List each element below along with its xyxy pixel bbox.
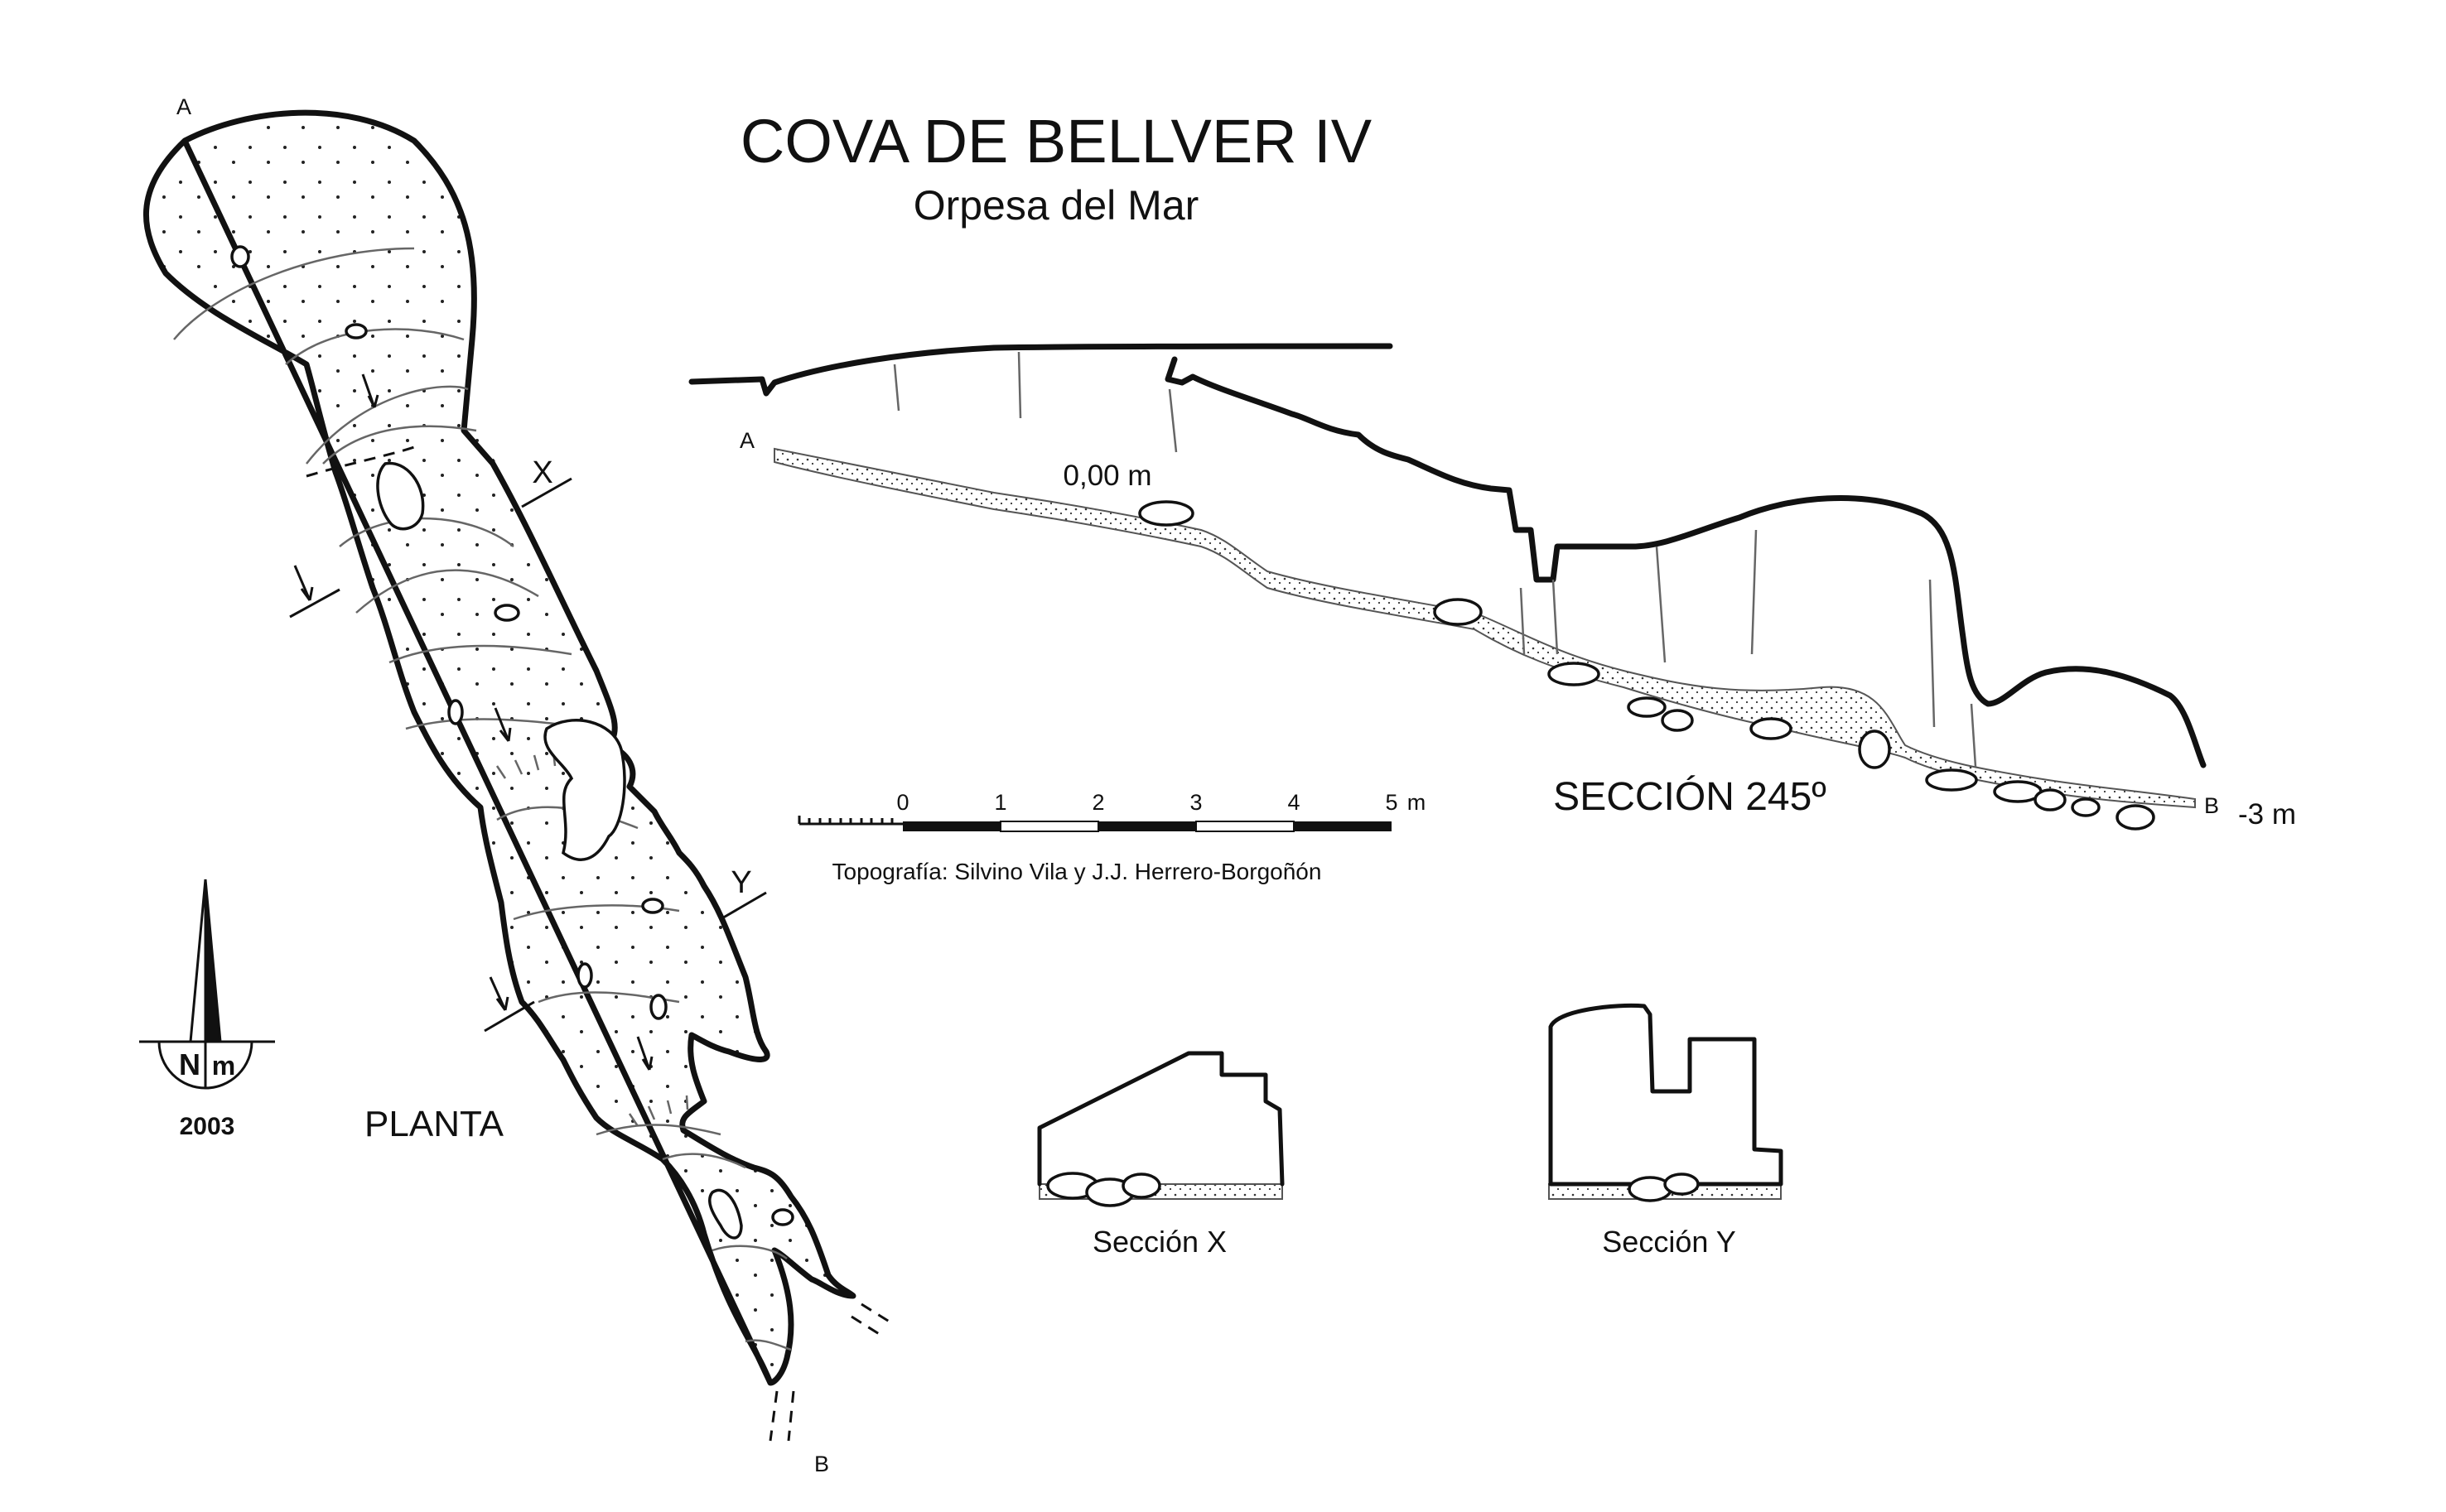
plan-contour-line (173, 247, 415, 340)
plan-continuation-dash (851, 1303, 895, 1338)
plan-stone (641, 898, 664, 914)
section-boulder (1433, 598, 1483, 626)
section-x-marker-label: X (532, 455, 552, 490)
scale-tick-label: 2 (1092, 790, 1104, 815)
scale-bar-segment-2 (1098, 821, 1196, 831)
scale-unit-label: m (1407, 790, 1426, 815)
section-y-marker-label: Y (731, 865, 751, 900)
section-datum-label: 0,00 m (1064, 460, 1152, 492)
section-x-cut-line (521, 477, 572, 508)
slope-arrow (494, 707, 512, 742)
section-boulder (1858, 730, 1891, 769)
scale-tick-label: 5 (1385, 790, 1397, 815)
plan-drip-line (495, 751, 557, 779)
plan-cave-wall-outline (142, 109, 856, 1386)
cross-section-x-outline (1037, 1051, 1285, 1187)
plan-dotted-fill (145, 114, 853, 1383)
cross-section-x-boulder (1122, 1173, 1161, 1199)
plan-stone (649, 994, 668, 1020)
scale-bar-subdivisions (798, 816, 903, 826)
section-ceiling-outline (688, 343, 2207, 768)
section-boulder (1138, 500, 1194, 527)
plan-contour-line (355, 569, 539, 614)
scale-tick-label: 0 (896, 790, 909, 815)
section-boulder (2116, 804, 2155, 831)
plan-contour-line (285, 328, 465, 365)
section-rock-joint (893, 351, 1178, 453)
north-arrow-year: 2003 (180, 1113, 235, 1140)
plan-contour-line (596, 1124, 721, 1136)
north-arrow-left-half (189, 879, 207, 1043)
plan-view-label: PLANTA (364, 1104, 504, 1144)
plan-boulder (708, 1188, 743, 1240)
slope-arrow (636, 1036, 654, 1071)
scale-bar-segment-1 (1000, 821, 1099, 832)
section-rock-joint (1519, 529, 1977, 768)
map-title: COVA DE BELLVER IV (741, 107, 1373, 176)
plan-contour-line (388, 644, 572, 664)
cross-section-y-label: Sección Y (1602, 1225, 1735, 1259)
survey-credit: Topografía: Silvino Vila y J.J. Herrero-… (832, 859, 1322, 884)
north-arrow-n-label: N (179, 1047, 200, 1081)
plan-point-a-label: A (176, 94, 191, 119)
longitudinal-section: A B 0,00 m -3 m SECCIÓN 245º (688, 343, 2296, 831)
map-subtitle: Orpesa del Mar (914, 182, 1199, 229)
plan-contour-line (322, 425, 477, 465)
north-arrow-m-label: m (212, 1051, 235, 1081)
plan-stone (345, 323, 368, 339)
section-point-b-label: B (2204, 793, 2219, 818)
plan-ledge-dashed-line (306, 445, 415, 478)
section-boulder (2071, 797, 2101, 817)
slope-arrow (293, 565, 314, 601)
plan-boulder (543, 719, 626, 861)
section-point-a-label: A (740, 428, 755, 453)
section-boulder (1661, 709, 1694, 732)
scale-tick-label: 3 (1189, 790, 1202, 815)
section-boulder (1925, 768, 1978, 792)
plan-contour-line (339, 518, 514, 547)
plan-view: A B X Y PLANTA (142, 94, 895, 1476)
scale-tick-label: 4 (1287, 790, 1300, 815)
cross-section-y-boulder (1663, 1173, 1700, 1196)
plan-contour-line (306, 385, 469, 465)
scale-bar-segment-0 (903, 821, 1001, 831)
cross-section-x-label: Sección X (1093, 1225, 1227, 1259)
plan-stone (577, 962, 593, 989)
section-x-cut-line (289, 588, 340, 619)
slope-arrow (361, 373, 379, 408)
plan-contour-line (662, 1153, 746, 1169)
slope-arrow (489, 976, 509, 1011)
scale-bar-segment-4 (1294, 821, 1392, 831)
section-title: SECCIÓN 245º (1553, 774, 1826, 819)
plan-boulder (376, 461, 425, 531)
scale-tick-label: 1 (994, 790, 1006, 815)
cross-section-x: Sección X (1037, 1051, 1285, 1259)
scale-bar-segment-3 (1195, 821, 1295, 832)
plan-stone (447, 699, 464, 725)
plan-contour-line (712, 1245, 788, 1260)
section-floor-sediment (774, 447, 2196, 809)
plan-stone (771, 1208, 794, 1226)
section-y-cut-line (484, 1000, 535, 1033)
section-boulder (1627, 696, 1667, 718)
section-boulder (2034, 788, 2067, 811)
north-arrow-right-half (204, 879, 222, 1043)
scale-bar: 0 1 2 3 4 5 m Topografía: Silvino Vila y… (798, 790, 1426, 884)
section-boulder (1749, 717, 1792, 740)
plan-point-b-label: B (814, 1452, 829, 1476)
section-depth-label: -3 m (2238, 798, 2296, 831)
plan-drip-line (628, 1095, 689, 1127)
north-arrow: N m 2003 (139, 879, 275, 1140)
cross-section-y-outline (1548, 1003, 1783, 1187)
cross-section-y: Sección Y (1548, 1003, 1783, 1259)
plan-stone (494, 604, 520, 622)
plan-stone (230, 245, 250, 268)
section-y-cut-line (720, 891, 767, 921)
plan-contour-line (745, 1339, 792, 1351)
plan-continuation-dash (769, 1390, 795, 1442)
section-boulder (1547, 662, 1600, 686)
